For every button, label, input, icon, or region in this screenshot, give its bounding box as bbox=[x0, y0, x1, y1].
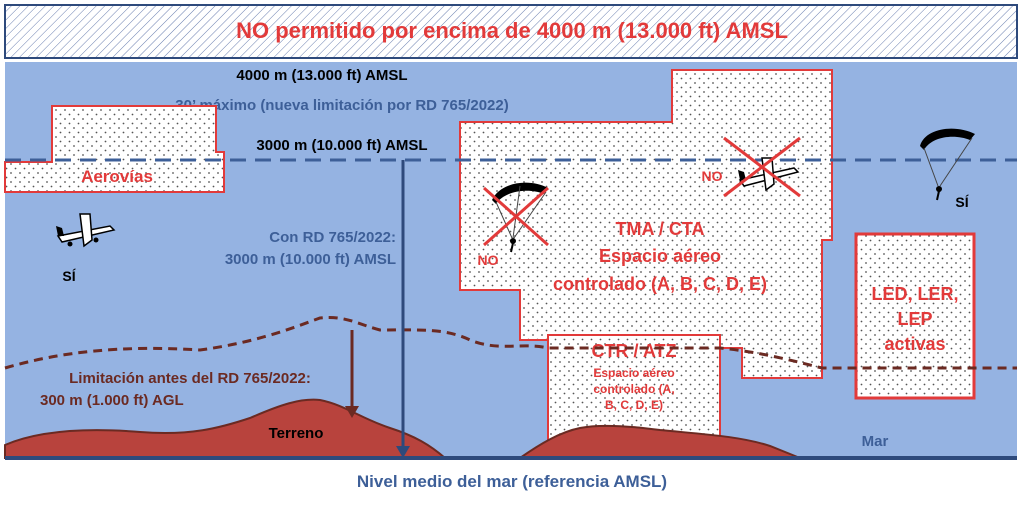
plane-left-label: SÍ bbox=[62, 268, 76, 284]
terrain-right bbox=[516, 424, 801, 459]
msl-label: Nivel medio del mar (referencia AMSL) bbox=[357, 472, 667, 491]
para-right-label: SÍ bbox=[955, 194, 969, 210]
no-plane-label: NO bbox=[702, 168, 723, 184]
restricted-line2: LEP bbox=[897, 309, 932, 329]
airways-label: Aerovías bbox=[81, 167, 153, 186]
airplane-icon bbox=[738, 157, 800, 192]
banner-box bbox=[4, 4, 1018, 59]
paraglider-icon bbox=[492, 182, 548, 253]
tma-line2: Espacio aéreo bbox=[599, 246, 721, 266]
tma-title: TMA / CTA bbox=[616, 219, 705, 239]
ctr-title: CTR / ATZ bbox=[592, 341, 677, 361]
rd-height-arrow-head bbox=[396, 446, 410, 458]
max-30-label: 30’ máximo (nueva limitación por RD 765/… bbox=[175, 97, 508, 114]
airways-zone bbox=[4, 105, 225, 193]
tma-line3: controlado (A, B, C, D, E) bbox=[553, 274, 767, 294]
ctr-line2: controlado (A, bbox=[593, 382, 674, 396]
restricted-line1: LED, LER, bbox=[871, 284, 958, 304]
terrain-left bbox=[4, 398, 448, 459]
restricted-zone bbox=[854, 232, 976, 400]
restricted-line3: activas bbox=[884, 334, 945, 354]
rd-note-line1: Con RD 765/2022: bbox=[269, 229, 396, 246]
paraglider-icon bbox=[920, 128, 975, 201]
no-para-label: NO bbox=[478, 252, 499, 268]
old-limit-line bbox=[4, 315, 1017, 370]
level-3000-label: 3000 m (10.000 ft) AMSL bbox=[256, 137, 427, 154]
rd-note-line2: 3000 m (10.000 ft) AMSL bbox=[225, 251, 396, 268]
old-limit-line2: 300 m (1.000 ft) AGL bbox=[40, 392, 184, 409]
old-limit-line1: Limitación antes del RD 765/2022: bbox=[69, 370, 311, 387]
prohibited-cross-icon bbox=[483, 186, 549, 247]
terrain-label: Terreno bbox=[269, 425, 324, 442]
airplane-icon bbox=[56, 213, 116, 248]
agl-arrow-head bbox=[345, 406, 359, 418]
ctr-line1: Espacio aéreo bbox=[593, 366, 674, 380]
ctr-line3: B, C, D, E) bbox=[605, 398, 663, 412]
prohibited-cross-icon bbox=[723, 136, 801, 198]
level-4000-label: 4000 m (13.000 ft) AMSL bbox=[236, 67, 407, 84]
banner-text: NO permitido por encima de 4000 m (13.00… bbox=[236, 18, 788, 43]
sea-label: Mar bbox=[862, 433, 889, 450]
